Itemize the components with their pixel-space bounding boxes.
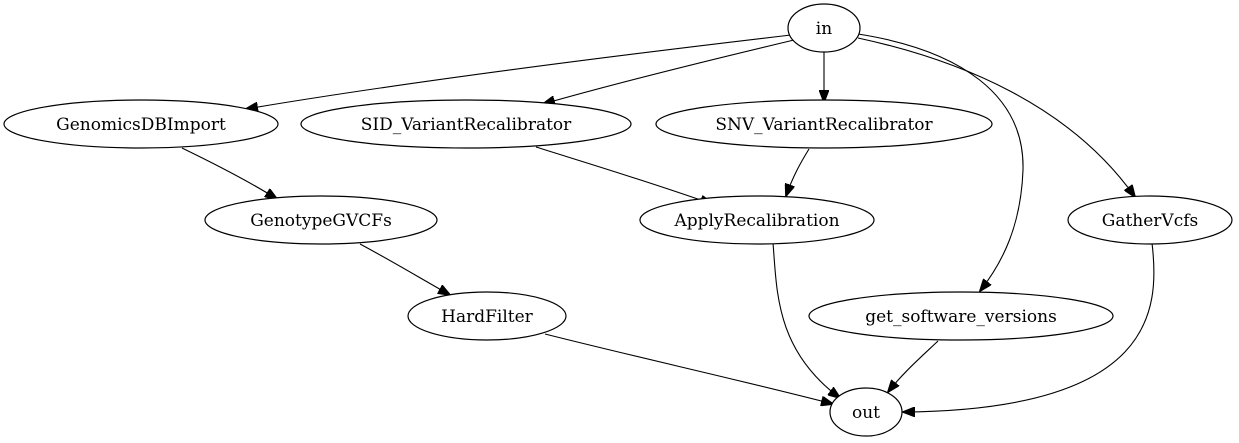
node-gathervcfs[interactable]: GatherVcfs (1067, 195, 1233, 245)
node-genotypegvcfs-label: GenotypeGVCFs (250, 211, 392, 231)
node-sid-variantrecalibrator-label: SID_VariantRecalibrator (361, 115, 572, 135)
node-get-software-versions-shape (808, 291, 1114, 341)
node-out-shape (829, 387, 903, 437)
edge-sid-variantrecalibrator-to-applyrecalibration (535, 146, 712, 204)
edge-snv-variantrecalibrator-to-applyrecalibration (786, 148, 810, 196)
node-sid-variantrecalibrator[interactable]: SID_VariantRecalibrator (300, 99, 632, 149)
node-get-software-versions[interactable]: get_software_versions (808, 291, 1114, 341)
edge-get-software-versions-to-out (888, 340, 939, 392)
node-snv-variantrecalibrator[interactable]: SNV_VariantRecalibrator (655, 99, 993, 149)
node-genomicsdbimport-shape (3, 99, 279, 149)
node-genotypegvcfs[interactable]: GenotypeGVCFs (204, 195, 438, 245)
node-gathervcfs-label: GatherVcfs (1102, 211, 1199, 231)
node-sid-variantrecalibrator-shape (300, 99, 632, 149)
edge-in-to-gathervcfs (857, 37, 1135, 197)
node-hardfilter[interactable]: HardFilter (407, 291, 567, 341)
node-out-label: out (852, 403, 880, 423)
edge-in-to-sid-variantrecalibrator (543, 39, 795, 104)
edge-hardfilter-to-out (544, 333, 833, 404)
edges (181, 33, 1155, 412)
node-applyrecalibration-shape (639, 195, 875, 245)
node-gathervcfs-shape (1067, 195, 1233, 245)
node-in-label: in (816, 19, 832, 39)
node-in-shape (787, 3, 861, 53)
node-hardfilter-shape (407, 291, 567, 341)
nodes: in GenomicsDBImport SID_VariantRecalibra… (3, 3, 1233, 437)
node-get-software-versions-label: get_software_versions (865, 307, 1057, 327)
edge-in-to-get-software-versions (857, 33, 1024, 291)
node-genomicsdbimport[interactable]: GenomicsDBImport (3, 99, 279, 149)
node-applyrecalibration[interactable]: ApplyRecalibration (639, 195, 875, 245)
node-genomicsdbimport-label: GenomicsDBImport (56, 115, 226, 135)
edge-in-to-genomicsdbimport (246, 34, 792, 109)
node-snv-variantrecalibrator-label: SNV_VariantRecalibrator (715, 115, 933, 135)
node-out[interactable]: out (829, 387, 903, 437)
node-genotypegvcfs-shape (204, 195, 438, 245)
node-in[interactable]: in (787, 3, 861, 53)
edge-genotypegvcfs-to-hardfilter (359, 243, 450, 295)
edge-gathervcfs-to-out (903, 242, 1155, 412)
edge-genomicsdbimport-to-genotypegvcfs (181, 147, 277, 199)
node-hardfilter-label: HardFilter (441, 307, 534, 327)
node-applyrecalibration-label: ApplyRecalibration (673, 211, 839, 231)
edge-applyrecalibration-to-out (772, 242, 840, 398)
node-snv-variantrecalibrator-shape (655, 99, 993, 149)
